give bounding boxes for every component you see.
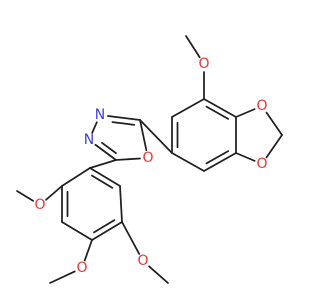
bond-om-ch3m bbox=[49, 270, 76, 284]
bond-a1-a2-second bbox=[205, 105, 230, 120]
atom-od1-oxygen-label: O bbox=[256, 98, 267, 114]
bond-ch3a-oa bbox=[185, 35, 201, 59]
bond-od1-ch2 bbox=[265, 111, 283, 136]
atom-o1-oxygen-label: O bbox=[142, 150, 153, 166]
bond-b3-ol bbox=[45, 185, 63, 201]
atom-or-oxygen-label: O bbox=[137, 253, 148, 269]
bond-a5-c2 bbox=[139, 119, 173, 154]
bond-b1-b2-second bbox=[91, 174, 114, 189]
bond-od2-a3 bbox=[235, 152, 256, 162]
bond-a3-a4 bbox=[203, 152, 237, 172]
bond-b5-om bbox=[83, 239, 93, 262]
bond-n4-c5 bbox=[94, 143, 117, 161]
bond-b5-b6-second bbox=[93, 219, 116, 234]
bond-a6-a1 bbox=[171, 98, 205, 118]
bond-a1-a2 bbox=[203, 98, 237, 118]
atom-n4-nitrogen-label: N bbox=[84, 132, 94, 148]
bond-b2-b3 bbox=[61, 167, 91, 187]
bond-b4-b5 bbox=[61, 221, 93, 241]
bond-b6-or bbox=[121, 221, 141, 255]
bond-o1-c2 bbox=[139, 119, 148, 152]
bond-n4-c5-second bbox=[101, 141, 117, 155]
atom-od2-oxygen-label: O bbox=[256, 156, 267, 172]
bond-a4-a5 bbox=[171, 152, 205, 172]
bond-c2-n3-second bbox=[111, 121, 136, 126]
bond-n3-n4 bbox=[91, 121, 98, 134]
bond-a2-od1 bbox=[235, 108, 256, 118]
bond-c2-n3 bbox=[107, 115, 141, 121]
molecule-structure: O O O O O O O NN bbox=[16, 35, 283, 284]
atom-n3-nitrogen-label: N bbox=[95, 107, 105, 123]
bond-a3-a4-second bbox=[205, 150, 230, 165]
bond-ol-ch3l bbox=[16, 190, 35, 202]
bond-b6-b1 bbox=[119, 185, 123, 223]
atom-label-layer: O O O O O O O NN bbox=[34, 56, 267, 276]
bond-c5-o1 bbox=[115, 157, 141, 161]
atom-ol-oxygen-label: O bbox=[34, 197, 45, 213]
bond-layer bbox=[16, 35, 283, 284]
bond-b5-b6 bbox=[91, 221, 123, 241]
atom-om-oxygen-label: O bbox=[76, 260, 87, 276]
bond-or-ch3r bbox=[148, 265, 169, 284]
bond-ch2-od2 bbox=[265, 134, 283, 159]
atom-oa-oxygen-label: O bbox=[198, 56, 209, 72]
bond-b1-b2 bbox=[89, 167, 121, 187]
bond-c5-b2 bbox=[89, 159, 117, 169]
